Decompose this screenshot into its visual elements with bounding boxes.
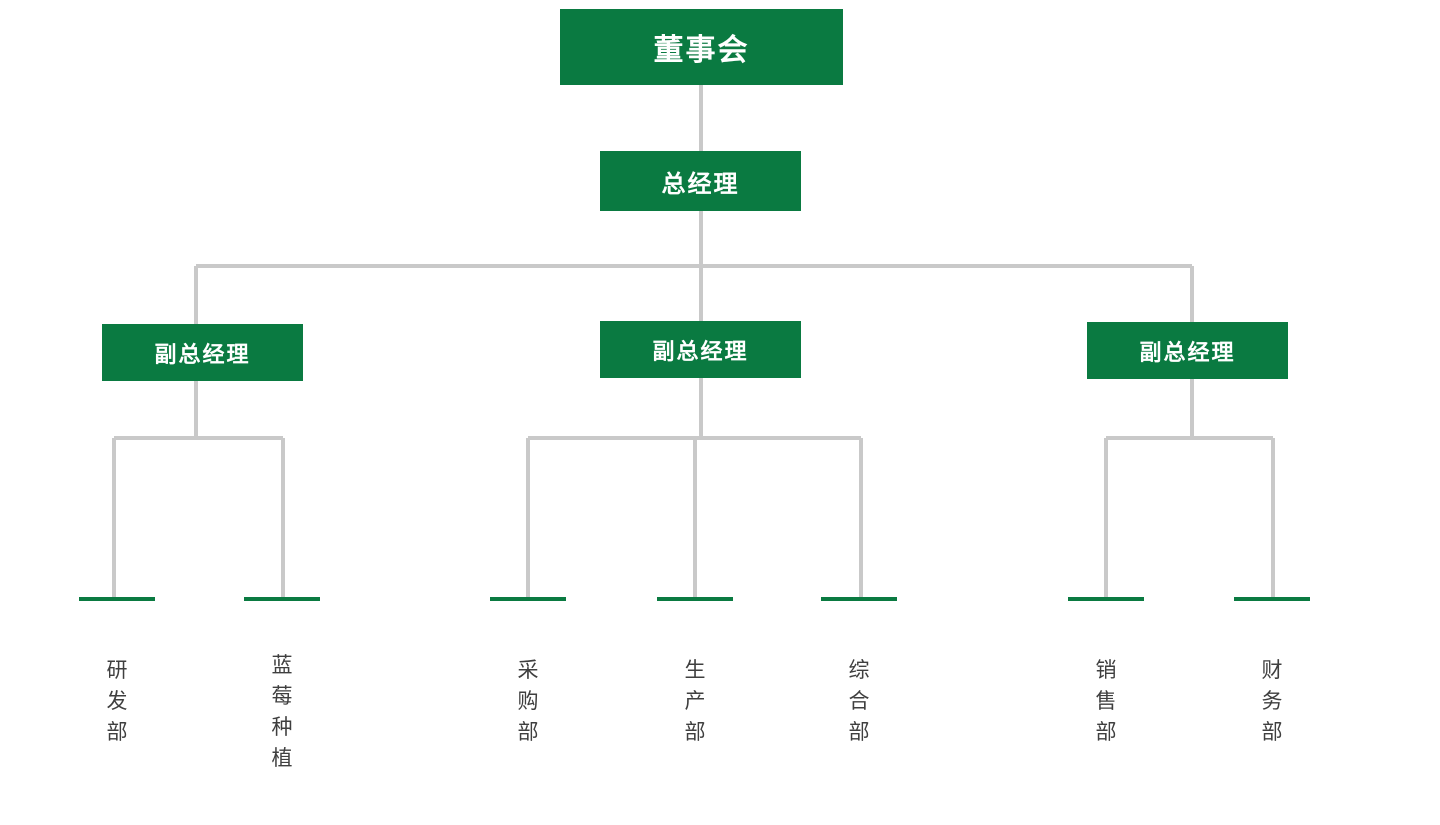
leaf-bar-sales bbox=[1068, 597, 1144, 601]
leaf-label-production: 生 产 部 bbox=[684, 658, 706, 744]
leaf-bar-production bbox=[657, 597, 733, 601]
leaf-label-sales: 销 售 部 bbox=[1095, 658, 1117, 744]
leaf-label-blueberry: 蓝 莓 种 植 bbox=[271, 653, 293, 770]
leaf-label-rd: 研 发 部 bbox=[106, 658, 128, 744]
leaf-bar-general bbox=[821, 597, 897, 601]
leaf-bar-rd bbox=[79, 597, 155, 601]
node-board[interactable]: 董事会 bbox=[560, 9, 843, 85]
node-deputy-general-manager-1[interactable]: 副总经理 bbox=[102, 324, 303, 381]
node-deputy-general-manager-2[interactable]: 副总经理 bbox=[600, 321, 801, 378]
node-deputy-general-manager-3[interactable]: 副总经理 bbox=[1087, 322, 1288, 379]
leaf-bar-finance bbox=[1234, 597, 1310, 601]
leaf-bar-blueberry bbox=[244, 597, 320, 601]
leaf-label-general: 综 合 部 bbox=[848, 658, 870, 744]
leaf-label-purchase: 采 购 部 bbox=[517, 658, 539, 744]
node-general-manager[interactable]: 总经理 bbox=[600, 151, 801, 211]
leaf-label-finance: 财 务 部 bbox=[1261, 658, 1283, 744]
leaf-bar-purchase bbox=[490, 597, 566, 601]
